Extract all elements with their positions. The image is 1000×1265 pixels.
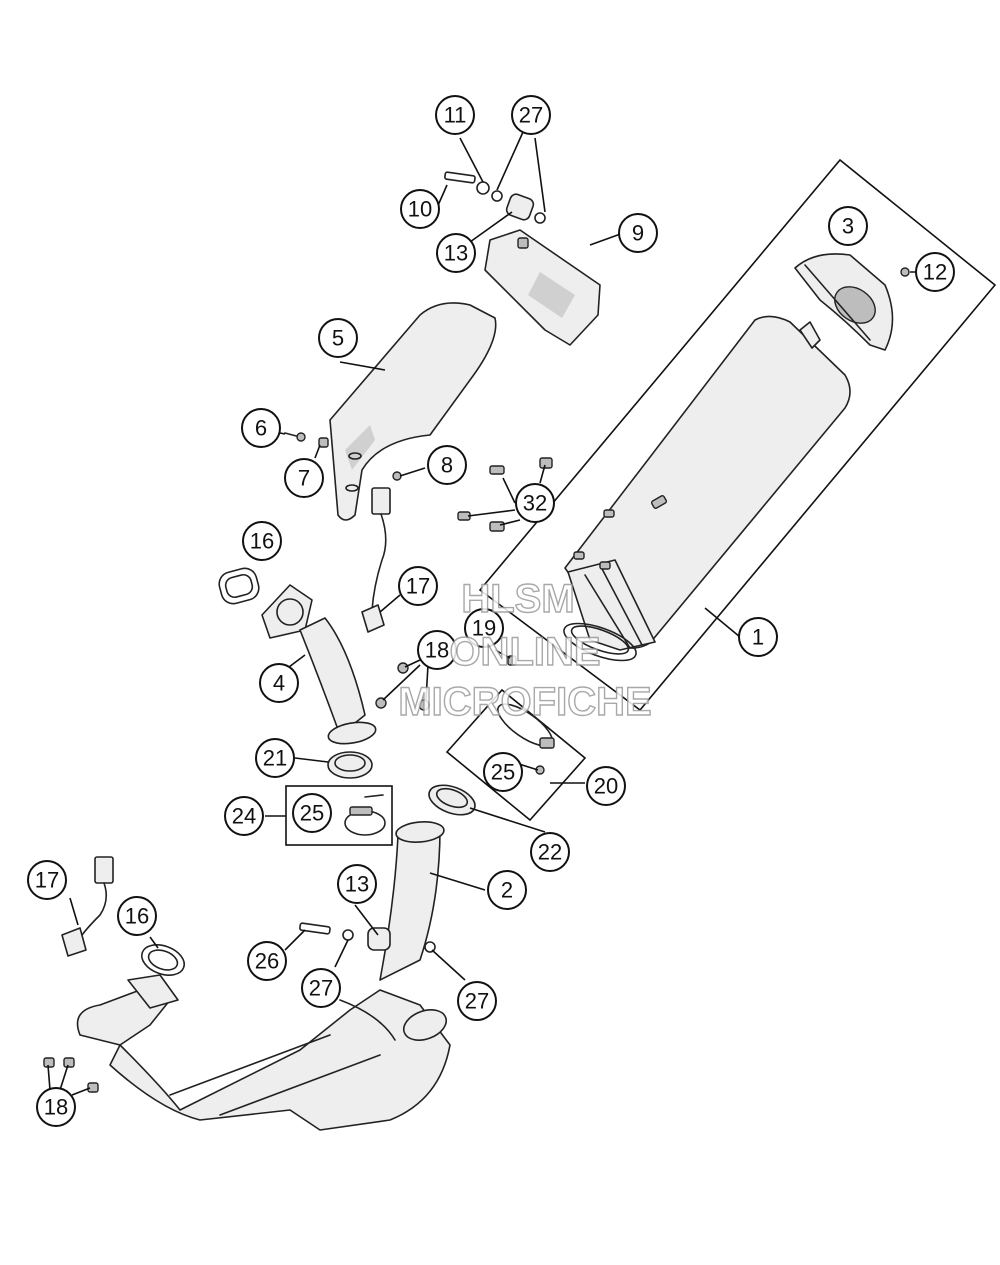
svg-text:11: 11 xyxy=(444,103,467,128)
svg-text:26: 26 xyxy=(255,949,279,974)
callout-13-top: 13 xyxy=(436,233,476,273)
callout-10: 10 xyxy=(400,189,440,229)
bushing-13-top[interactable] xyxy=(505,193,535,222)
callout-17-lower: 17 xyxy=(27,860,67,900)
svg-text:13: 13 xyxy=(444,241,468,266)
nuts-18-lower[interactable] xyxy=(43,1057,99,1093)
callout-25-box24: 25 xyxy=(292,793,332,833)
callout-17-upper: 17 xyxy=(398,566,438,606)
svg-text:MICROFICHE: MICROFICHE xyxy=(398,680,651,724)
svg-text:32: 32 xyxy=(523,491,547,516)
callout-5: 5 xyxy=(318,318,358,358)
svg-text:17: 17 xyxy=(406,574,430,599)
callout-2: 2 xyxy=(487,870,527,910)
svg-text:17: 17 xyxy=(35,868,59,893)
heat-shield-9-part[interactable] xyxy=(484,229,601,346)
o2-sensor-lower[interactable] xyxy=(61,856,114,957)
callout-21: 21 xyxy=(255,738,295,778)
callout-24: 24 xyxy=(224,796,264,836)
callout-32: 32 xyxy=(515,483,555,523)
callout-26: 26 xyxy=(247,941,287,981)
svg-text:1: 1 xyxy=(752,625,764,650)
svg-text:18: 18 xyxy=(425,638,449,663)
svg-text:27: 27 xyxy=(519,103,543,128)
svg-text:25: 25 xyxy=(300,801,324,826)
callout-11: 11 xyxy=(435,95,475,135)
callout-12: 12 xyxy=(915,252,955,292)
callout-18-lower: 18 xyxy=(36,1087,76,1127)
heat-shield-5-part[interactable] xyxy=(329,302,497,521)
svg-text:4: 4 xyxy=(273,671,285,696)
callout-8: 8 xyxy=(427,445,467,485)
callout-27-lower-left: 27 xyxy=(301,968,341,1008)
callout-27-lower-right: 27 xyxy=(457,981,497,1021)
callout-9: 9 xyxy=(618,213,658,253)
washer-11[interactable] xyxy=(476,181,490,195)
svg-text:7: 7 xyxy=(298,466,310,491)
bushing-13-lower[interactable] xyxy=(367,927,391,951)
callout-19: 19 xyxy=(464,608,504,648)
clamp-24[interactable] xyxy=(344,794,386,836)
svg-text:24: 24 xyxy=(232,804,256,829)
end-cap-part[interactable] xyxy=(794,253,894,351)
screw-6[interactable] xyxy=(284,432,306,442)
callout-22: 22 xyxy=(530,832,570,872)
callout-16-upper: 16 xyxy=(242,521,282,561)
callout-6: 6 xyxy=(241,408,281,448)
link-pipe-4[interactable] xyxy=(261,584,377,747)
svg-text:13: 13 xyxy=(345,872,369,897)
svg-text:16: 16 xyxy=(250,529,274,554)
mid-pipe-2[interactable] xyxy=(379,820,445,981)
muffler-part[interactable] xyxy=(560,315,851,668)
callout-4: 4 xyxy=(259,663,299,703)
callout-18-upper: 18 xyxy=(417,630,457,670)
svg-text:22: 22 xyxy=(538,840,562,865)
washer-27-top[interactable] xyxy=(491,190,546,224)
svg-text:2: 2 xyxy=(501,878,513,903)
screw-8[interactable] xyxy=(392,471,402,481)
bolt-19[interactable] xyxy=(507,655,517,666)
svg-text:19: 19 xyxy=(472,616,496,641)
svg-text:8: 8 xyxy=(441,453,453,478)
callout-16-lower: 16 xyxy=(117,896,157,936)
gasket-21[interactable] xyxy=(327,751,373,779)
o2-sensor-upper[interactable] xyxy=(361,487,391,633)
callout-7: 7 xyxy=(284,458,324,498)
gasket-16-upper[interactable] xyxy=(217,566,262,607)
svg-text:27: 27 xyxy=(465,989,489,1014)
svg-text:20: 20 xyxy=(594,774,618,799)
svg-text:5: 5 xyxy=(332,326,344,351)
callout-3: 3 xyxy=(828,206,868,246)
svg-text:18: 18 xyxy=(44,1095,68,1120)
clamp-kit-box-20 xyxy=(445,688,587,822)
callout-27-top: 27 xyxy=(511,95,551,135)
callout-25-box20: 25 xyxy=(483,752,523,792)
watermark: HLSM ONLINE MICROFICHE xyxy=(398,576,653,724)
svg-text:12: 12 xyxy=(923,260,947,285)
svg-text:HLSM: HLSM xyxy=(461,577,574,621)
clips-32[interactable] xyxy=(457,457,553,532)
bolt-26[interactable] xyxy=(299,922,331,935)
screw-12[interactable] xyxy=(900,267,910,277)
bolt-10[interactable] xyxy=(444,171,476,184)
gasket-16-lower[interactable] xyxy=(138,939,189,980)
callout-1: 1 xyxy=(738,617,778,657)
svg-text:10: 10 xyxy=(408,197,432,222)
svg-text:25: 25 xyxy=(491,760,515,785)
svg-text:21: 21 xyxy=(263,746,287,771)
svg-text:6: 6 xyxy=(255,416,267,441)
callout-20: 20 xyxy=(586,766,626,806)
svg-text:3: 3 xyxy=(842,214,854,239)
callout-13-lower: 13 xyxy=(337,864,377,904)
header-pipe[interactable] xyxy=(76,974,451,1131)
muffler-assembly-box xyxy=(478,158,997,712)
svg-text:ONLINE: ONLINE xyxy=(449,630,600,674)
svg-text:9: 9 xyxy=(632,221,644,246)
nut-7[interactable] xyxy=(318,437,329,448)
svg-text:16: 16 xyxy=(125,904,149,929)
gasket-22[interactable] xyxy=(425,780,479,821)
svg-text:27: 27 xyxy=(309,976,333,1001)
